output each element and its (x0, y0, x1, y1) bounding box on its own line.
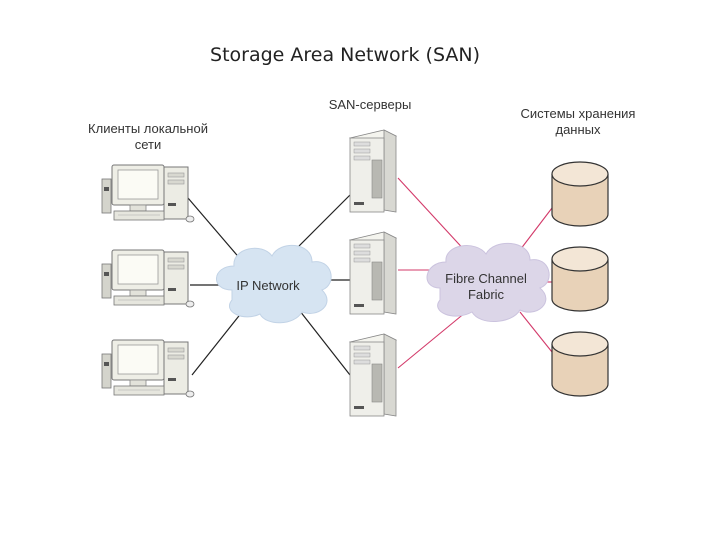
link-ip-server1 (289, 194, 351, 256)
san-links (397, 177, 553, 369)
fc-fabric-label-line1: Fibre Channel (445, 271, 527, 286)
client-computer (101, 339, 195, 398)
storage-disk (551, 246, 609, 312)
san-server (349, 333, 397, 417)
clients-label-line2: сети (135, 137, 162, 152)
storage-label-line1: Системы хранения (521, 106, 636, 121)
clients-label-line1: Клиенты локальной (88, 121, 208, 136)
client-computer (101, 249, 195, 308)
san-server (349, 231, 397, 315)
link-fc-storage3 (519, 311, 553, 353)
storage-label-line2: данных (555, 122, 601, 137)
diagram-title: Storage Area Network (SAN) (210, 44, 480, 66)
ip-network-cloud: IP Network (216, 244, 332, 324)
ip-network-label: IP Network (236, 278, 300, 293)
link-fc-storage1 (519, 207, 553, 251)
san-server (349, 129, 397, 213)
fc-fabric-label-line2: Fabric (468, 287, 505, 302)
storage-disk (551, 331, 609, 397)
fc-fabric-cloud: Fibre Channel Fabric (426, 242, 550, 323)
client-computer (101, 164, 195, 223)
servers-label: SAN-серверы (329, 97, 412, 112)
storage-disk (551, 161, 609, 227)
link-server3-fc (397, 311, 467, 369)
link-server1-fc (397, 177, 469, 255)
link-ip-server3 (295, 305, 351, 376)
